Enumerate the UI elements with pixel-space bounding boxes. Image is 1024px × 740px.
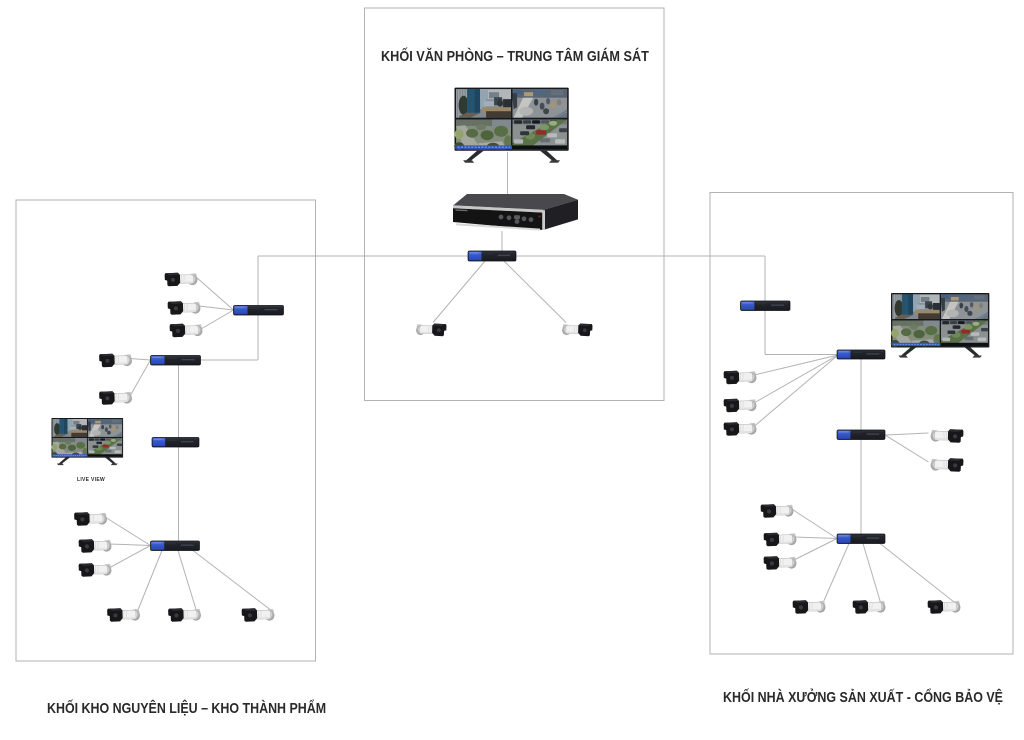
svg-text:LIVE VIEW: LIVE VIEW: [77, 477, 105, 483]
